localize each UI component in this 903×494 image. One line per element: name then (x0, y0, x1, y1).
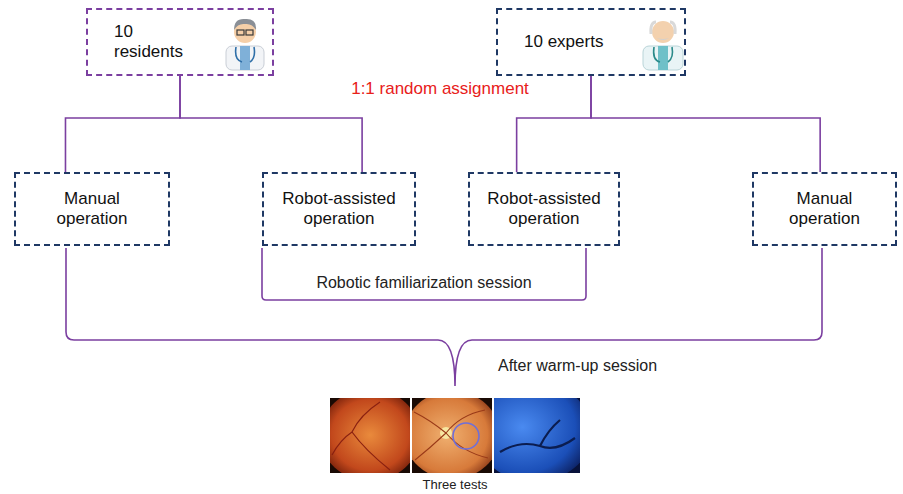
box-text: 10 residents (114, 22, 206, 63)
hair (234, 19, 256, 30)
fundus-photo (412, 398, 492, 473)
retina (330, 398, 410, 473)
group-box: 10 experts (496, 8, 686, 76)
retina (412, 398, 492, 473)
box-text: Manual operation (765, 189, 885, 230)
stethoscope (654, 47, 673, 62)
vessel (414, 410, 488, 460)
shirt (240, 46, 250, 70)
expert-doctor-icon (643, 21, 683, 70)
box-text: 10 experts (524, 32, 603, 52)
box-text: Manual operation (32, 189, 152, 230)
fundus-photo (330, 398, 410, 473)
moustache (657, 38, 669, 40)
box-text: Robot-assisted operation (484, 189, 604, 230)
box-text: Robot-assisted operation (279, 189, 399, 230)
resident-doctor-icon (226, 19, 264, 70)
assignment-note: 1:1 random assignment (351, 79, 529, 99)
group-box: 10 residents (86, 8, 274, 76)
glasses (246, 30, 253, 35)
shirt (658, 46, 668, 70)
operation-box: Manual operation (14, 172, 170, 246)
branch-connector (65, 76, 180, 172)
warm-up-bracket (66, 248, 822, 386)
macula-ring (453, 423, 479, 449)
glasses (237, 30, 244, 35)
head (652, 21, 674, 43)
coat (643, 46, 683, 70)
branch-connector (180, 76, 362, 172)
session-label: Robotic familiarization session (316, 273, 531, 292)
operation-box: Manual operation (752, 172, 897, 246)
retina (494, 398, 580, 473)
vessel (332, 402, 390, 470)
operation-box: Robot-assisted operation (468, 172, 620, 246)
operation-box: Robot-assisted operation (262, 172, 416, 246)
hair (651, 22, 675, 34)
session-label: After warm-up session (498, 356, 657, 375)
coat (226, 46, 264, 70)
branch-connector (591, 76, 820, 172)
figure-caption: Three tests (422, 477, 487, 493)
familiarization-bracket (262, 248, 586, 300)
angiography-photo (494, 398, 580, 473)
vessel (500, 420, 575, 452)
stethoscope (236, 47, 255, 62)
